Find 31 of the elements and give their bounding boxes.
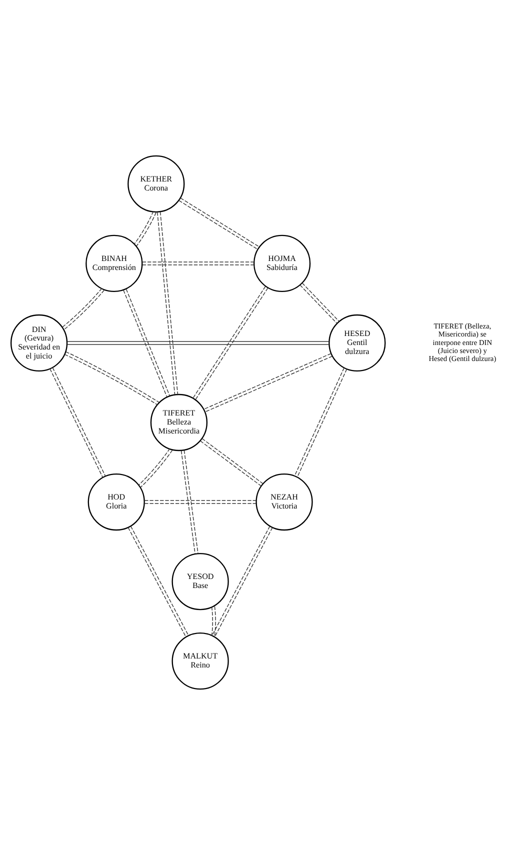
connector <box>144 500 257 504</box>
node-circle: MALKUT Reino <box>172 632 229 690</box>
connector <box>178 197 260 250</box>
connector <box>123 288 170 397</box>
connector <box>156 210 178 395</box>
connector <box>66 340 330 344</box>
node-circle: KETHER Corona <box>128 154 185 212</box>
connector <box>64 350 160 405</box>
connector <box>128 525 189 637</box>
connector <box>211 606 216 636</box>
connector <box>142 261 254 265</box>
connector <box>212 525 273 637</box>
connector <box>134 210 156 246</box>
label: TIFERET (Belleza, Misericordia) se interpone entre DIN (Juicio severo) y Hesed (Gentil dulzura) <box>428 321 496 363</box>
connector <box>138 448 173 488</box>
node-circle: HOD Gloria <box>88 472 145 530</box>
connector <box>180 450 198 554</box>
connector <box>50 366 106 478</box>
connector <box>62 288 104 330</box>
connector <box>200 438 264 486</box>
node-circle: TIFERET Belleza Misericordia <box>150 393 208 451</box>
node-circle: NEZAH Victoria <box>256 472 313 530</box>
node-circle: HOJMA Sabiduría <box>253 234 311 292</box>
connector <box>300 282 340 324</box>
node-circle: BINAH Comprensión <box>86 234 143 292</box>
node-circle: HESED Gentil dulzura <box>328 314 386 372</box>
connector <box>294 367 348 478</box>
connector <box>203 352 333 412</box>
node-circle: DIN (Gevura) Severidad en el juicio <box>10 314 68 372</box>
connector <box>192 286 268 400</box>
node-circle: YESOD Base <box>172 552 229 610</box>
